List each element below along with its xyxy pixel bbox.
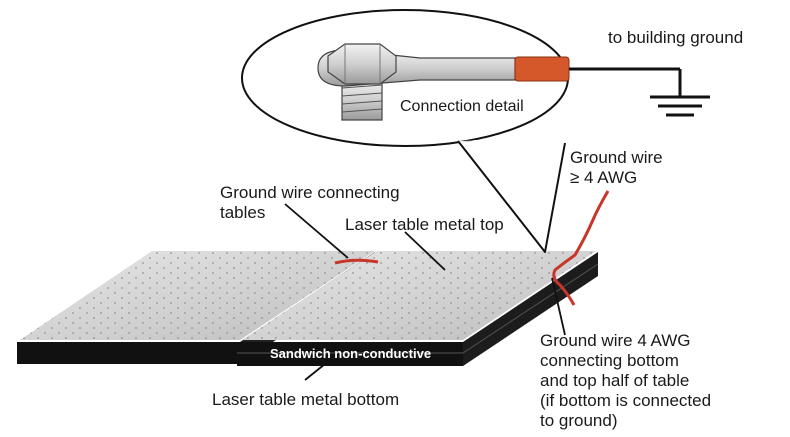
building-ground-label: to building ground — [608, 28, 744, 47]
bottom-wire-label: Ground wire 4 AWG connecting bottom and … — [540, 331, 711, 431]
tables-wire-label: Ground wire connecting tables — [220, 183, 400, 223]
metal-bottom-label: Laser table metal bottom — [212, 390, 400, 409]
leader-metal-top — [404, 231, 446, 271]
tables-wire-label-line: tables — [220, 203, 266, 222]
bottom-wire-label-line: connecting bottom — [540, 351, 679, 370]
connection-detail-drawing — [317, 43, 710, 121]
ground-wire-to-table — [552, 190, 610, 306]
right-table — [237, 251, 599, 366]
connection-detail-label: Connection detail — [400, 98, 524, 115]
bottom-wire-label-line: Ground wire 4 AWG — [540, 331, 691, 350]
ground-wire-size-label: Ground wire ≥ 4 AWG — [570, 148, 663, 188]
metal-top-label: Laser table metal top — [345, 215, 504, 234]
wire-insulation — [514, 56, 570, 82]
bottom-wire-label-line: and top half of table — [540, 371, 690, 390]
leader-bottom-wire — [551, 277, 566, 336]
right-table-side — [237, 342, 463, 366]
sandwich-label: Sandwich non-conductive — [270, 346, 432, 361]
bolt-icon — [341, 79, 383, 121]
bottom-wire-label-line: to ground) — [540, 411, 618, 430]
leader-metal-bottom — [304, 363, 326, 381]
tables-wire-label-line: Ground wire connecting — [220, 183, 400, 202]
ground-wire-label-line: ≥ 4 AWG — [570, 168, 638, 187]
left-table-side — [17, 342, 240, 364]
table-bridge-wire — [334, 258, 379, 265]
leader-tables-wire — [284, 203, 349, 259]
bottom-wire-label-line: (if bottom is connected — [540, 391, 712, 410]
callout-pointer — [457, 140, 566, 253]
ground-symbol-icon — [650, 95, 710, 117]
ground-wire-label-line: Ground wire — [570, 148, 663, 167]
